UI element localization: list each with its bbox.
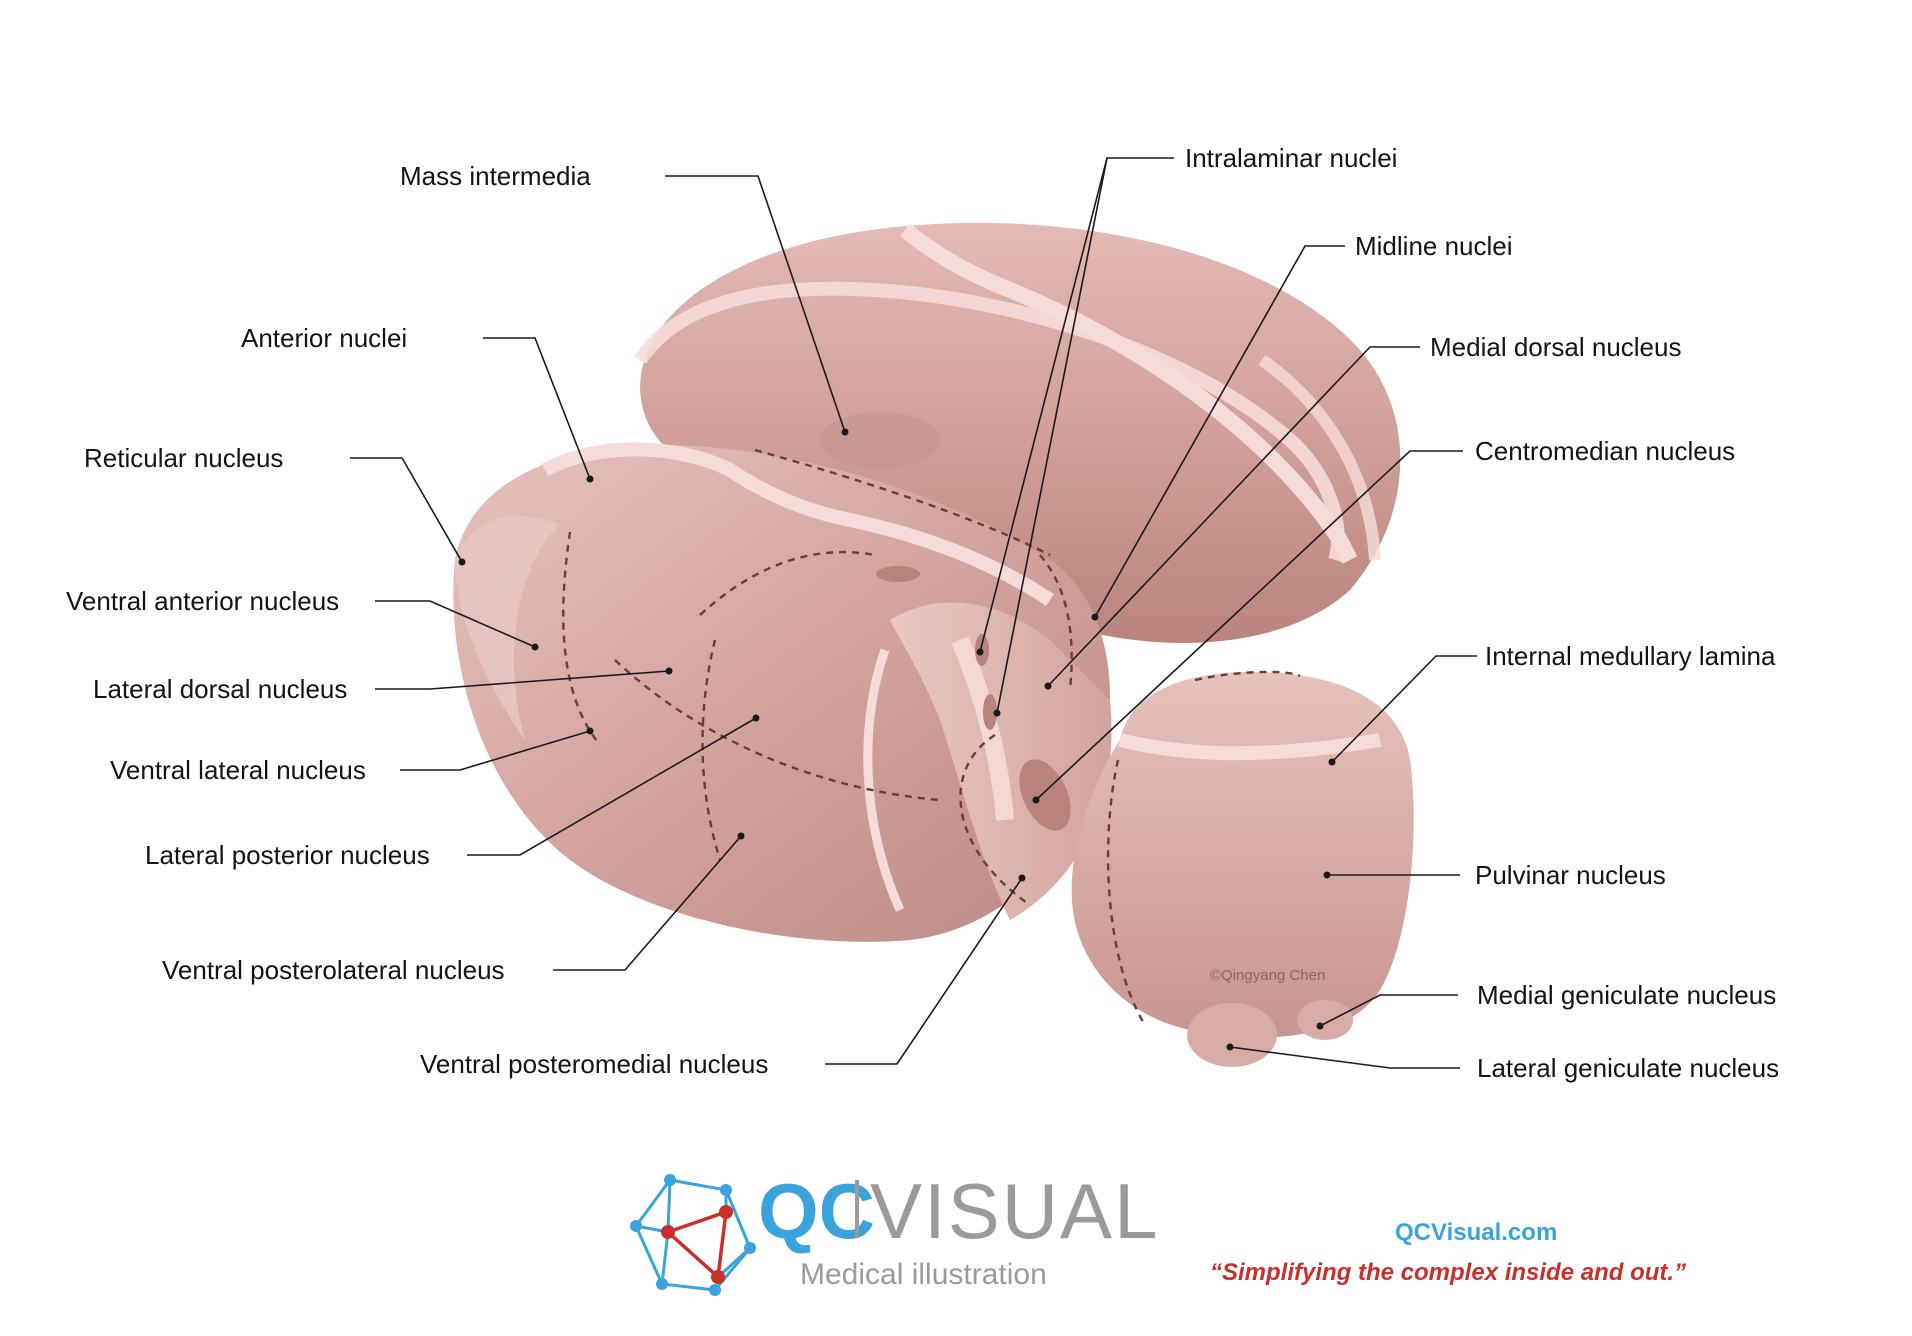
label-mass-intermedia: Mass intermedia (400, 161, 591, 191)
label-reticular-nucleus: Reticular nucleus (84, 443, 283, 473)
logo-subtitle: Medical illustration (800, 1258, 1047, 1291)
label-medial-geniculate-nucleus: Medial geniculate nucleus (1477, 980, 1776, 1010)
pulvinar-body (1071, 670, 1414, 1067)
label-ventral-anterior-nucleus: Ventral anterior nucleus (66, 586, 339, 616)
label-ventral-posteromedial-nucleus: Ventral posteromedial nucleus (420, 1049, 768, 1079)
lateral-thalamus-body (453, 442, 1112, 942)
label-lateral-geniculate-nucleus: Lateral geniculate nucleus (1477, 1053, 1779, 1083)
logo-divider (855, 1180, 859, 1238)
leader-lines (350, 157, 1477, 1069)
label-midline-nuclei: Midline nuclei (1355, 231, 1513, 261)
label-internal-medullary-lamina: Internal medullary lamina (1485, 641, 1776, 671)
label-ventral-posterolateral-nucleus: Ventral posterolateral nucleus (162, 955, 505, 985)
label-medial-dorsal-nucleus: Medial dorsal nucleus (1430, 332, 1681, 362)
copyright-credit: ©Qingyang Chen (1210, 967, 1325, 984)
qc-visual-logo: QC VISUAL Medical illustration (630, 1167, 1159, 1296)
label-intralaminar-nuclei: Intralaminar nuclei (1185, 143, 1397, 173)
website-link[interactable]: QCVisual.com (1395, 1219, 1557, 1246)
logo-visual: VISUAL (870, 1167, 1159, 1255)
label-lateral-dorsal-nucleus: Lateral dorsal nucleus (93, 674, 347, 704)
label-lateral-posterior-nucleus: Lateral posterior nucleus (145, 840, 430, 870)
molecule-icon (630, 1174, 756, 1296)
label-pulvinar-nucleus: Pulvinar nucleus (1475, 860, 1666, 890)
medial-thalamus-body (634, 222, 1401, 643)
label-anterior-nuclei: Anterior nuclei (241, 323, 407, 353)
tagline: “Simplifying the complex inside and out.… (1210, 1259, 1686, 1286)
label-centromedian-nucleus: Centromedian nucleus (1475, 436, 1735, 466)
label-ventral-lateral-nucleus: Ventral lateral nucleus (110, 755, 366, 785)
